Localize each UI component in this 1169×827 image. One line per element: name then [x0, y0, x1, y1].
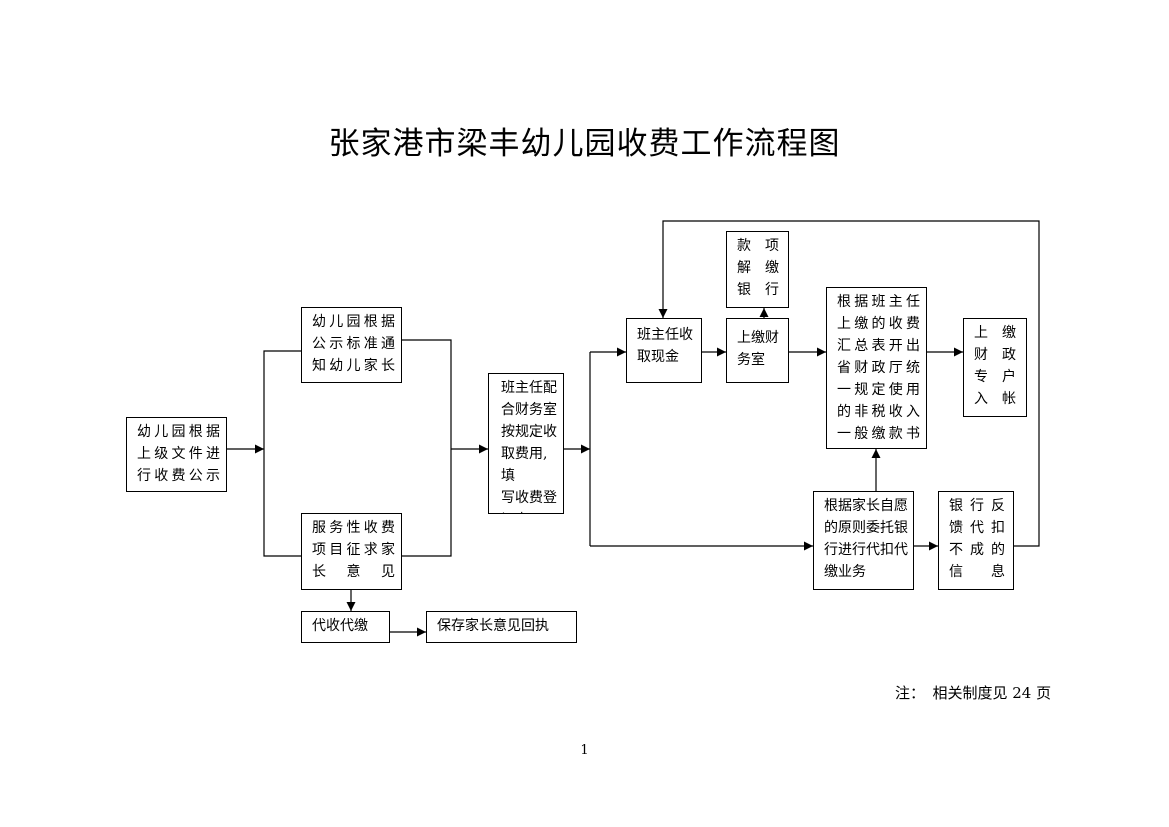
page-number: 1 — [580, 743, 589, 758]
box-bank-proxy-text: 根据家长自愿 的原则委托银 行进行代扣代 缴业务 — [824, 498, 908, 580]
box-finance-room-text: 上缴财 务室 — [737, 330, 779, 368]
box-teacher-finance-text: 班主任配 合财务室 按规定收 取费用,填 写收费登 记卡 — [501, 380, 557, 513]
box-bank-feedback-text: 银行反 馈代扣 不成的 信息 — [949, 498, 1005, 580]
box-finance-room: 上缴财 务室 — [726, 318, 789, 383]
box-invoice: 根据班主任 上缴的收费 汇总表开出 省财政厅统 一规定使用 的非税收入 一般缴款… — [826, 287, 927, 449]
box-bank-deposit-text: 款 项 解 缴 银 行 — [737, 238, 779, 298]
page-title: 张家港市梁丰幼儿园收费工作流程图 — [328, 126, 841, 162]
box-notify-text: 幼儿园根据 公示标准通 知幼儿家长 — [312, 314, 395, 374]
box-teacher-finance: 班主任配 合财务室 按规定收 取费用,填 写收费登 记卡 — [488, 373, 564, 514]
feedback-loop — [658, 220, 1040, 547]
box-start-text: 幼儿园根据 上级文件进 行收费公示 — [137, 424, 220, 484]
box-teacher-cash: 班主任收 取现金 — [626, 318, 702, 383]
bracket-right — [401, 339, 452, 557]
box-save: 保存家长意见回执 — [426, 611, 577, 643]
box-service: 服务性收费 项目征求家 长意见 — [301, 513, 402, 590]
box-bank-feedback: 银行反 馈代扣 不成的 信息 — [938, 491, 1014, 590]
box-proxy-text: 代收代缴 — [312, 618, 368, 634]
box-save-text: 保存家长意见回执 — [437, 618, 549, 634]
box-proxy: 代收代缴 — [301, 611, 390, 643]
box-start: 幼儿园根据 上级文件进 行收费公示 — [126, 417, 227, 492]
box-teacher-cash-text: 班主任收 取现金 — [637, 327, 693, 365]
footnote: 注： 相关制度见 24 页 — [895, 684, 1052, 702]
box-account-text: 上 缴 财 政 专 户 入 帐 — [974, 325, 1016, 407]
bracket-left — [263, 350, 301, 557]
box-account: 上 缴 财 政 专 户 入 帐 — [963, 318, 1027, 417]
box-bank-deposit: 款 项 解 缴 银 行 — [726, 231, 789, 308]
box-service-text: 服务性收费 项目征求家 长意见 — [312, 520, 395, 580]
box-bank-proxy: 根据家长自愿 的原则委托银 行进行代扣代 缴业务 — [813, 491, 914, 590]
box-invoice-text: 根据班主任 上缴的收费 汇总表开出 省财政厅统 一规定使用 的非税收入 一般缴款… — [837, 294, 920, 442]
box-notify: 幼儿园根据 公示标准通 知幼儿家长 — [301, 307, 402, 383]
